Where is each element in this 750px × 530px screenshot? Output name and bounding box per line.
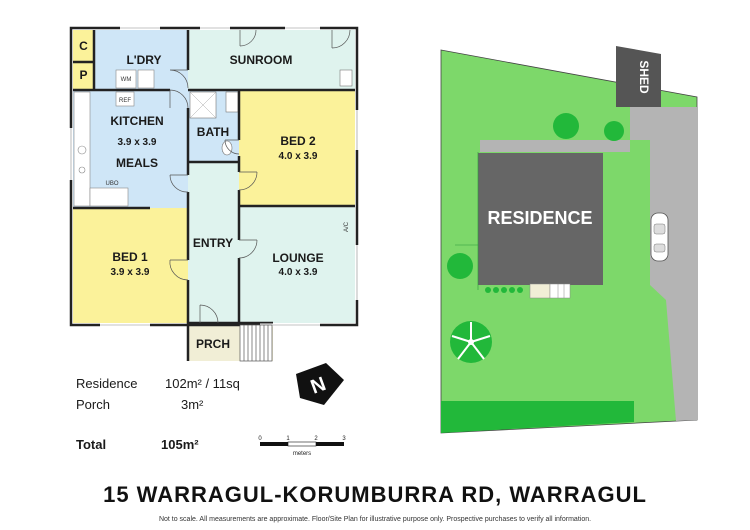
washing-machine-icon	[115, 69, 137, 89]
tree-icons	[447, 113, 624, 293]
cupboard-room	[73, 30, 94, 62]
bed1-room	[73, 208, 188, 323]
meals-label: MEALS	[116, 156, 158, 170]
driveway	[630, 107, 697, 421]
laundry-label: L'DRY	[126, 53, 161, 67]
pantry-label: P	[79, 68, 87, 82]
lounge-room	[239, 206, 355, 323]
kitchen-dims: 3.9 x 3.9	[118, 137, 157, 148]
scale-unit: meters	[293, 451, 311, 457]
residence-block	[478, 153, 603, 285]
bed2-dims: 4.0 x 3.9	[279, 151, 318, 162]
washing-machine-label: WM	[121, 77, 132, 83]
scale-tick-0: 0	[258, 436, 262, 442]
door-swings	[169, 29, 351, 324]
shed-block	[616, 46, 661, 107]
scale-tick-3: 3	[342, 436, 346, 442]
porch-steps	[239, 324, 273, 362]
toilet-icon	[221, 140, 233, 156]
laundry-trough-icon	[137, 69, 155, 89]
shed-label: SHED	[637, 60, 651, 94]
floor-plan: C P L'DRY WM REF SUNROOM KITCHEN 3.9 x 3…	[69, 26, 359, 362]
entry-room	[188, 162, 239, 323]
path-strip	[480, 140, 630, 152]
residence-area-label: Residence	[76, 376, 138, 391]
bed2-room	[239, 90, 355, 206]
bed1-label: BED 1	[112, 250, 148, 264]
porch-area-value: 3m²	[181, 397, 204, 412]
scale-tick-2: 2	[314, 436, 318, 442]
pantry-room	[73, 62, 94, 90]
kitchen-sink-icon	[77, 145, 87, 155]
total-area-value: 105m²	[161, 437, 199, 452]
property-address: 15 WARRAGUL-KORUMBURRA RD, WARRAGUL	[103, 482, 647, 507]
kitchen-label: KITCHEN	[110, 114, 163, 128]
porch-area-label: Porch	[76, 397, 110, 412]
sunroom-room	[188, 30, 355, 90]
cupboard-label: C	[79, 39, 88, 53]
residence-area-value: 102m² / 11sq	[165, 376, 240, 391]
cooktop-icon	[78, 166, 86, 174]
ac-label: A/C	[344, 221, 350, 232]
bed1-dims: 3.9 x 3.9	[111, 267, 150, 278]
scale-bar: 0 1 2 3 meters	[258, 436, 346, 457]
palm-tree-icon	[450, 321, 492, 363]
compass-letter: N	[308, 373, 329, 399]
porch-label: PRCH	[196, 337, 230, 351]
site-plan: SHED RESIDENCE	[440, 46, 698, 434]
ubo-label: UBO	[105, 181, 118, 187]
area-summary: Residence 102m² / 11sq Porch 3m² Total 1…	[76, 376, 240, 452]
bed2-label: BED 2	[280, 134, 316, 148]
north-compass-icon: N	[296, 363, 344, 405]
hedge	[441, 401, 634, 433]
kitchen-benches	[73, 91, 135, 207]
fridge-label: REF	[119, 98, 131, 104]
sunroom-label: SUNROOM	[230, 53, 293, 67]
lounge-label: LOUNGE	[272, 251, 323, 265]
sunroom-toilet-icon	[339, 69, 353, 87]
entry-label: ENTRY	[193, 236, 233, 250]
lounge-dims: 4.0 x 3.9	[279, 267, 318, 278]
residence-label: RESIDENCE	[487, 208, 592, 228]
total-area-label: Total	[76, 437, 107, 452]
car-icon	[650, 212, 669, 262]
disclaimer-text: Not to scale. All measurements are appro…	[158, 516, 592, 523]
bath-label: BATH	[197, 125, 229, 139]
scale-tick-1: 1	[286, 436, 290, 442]
